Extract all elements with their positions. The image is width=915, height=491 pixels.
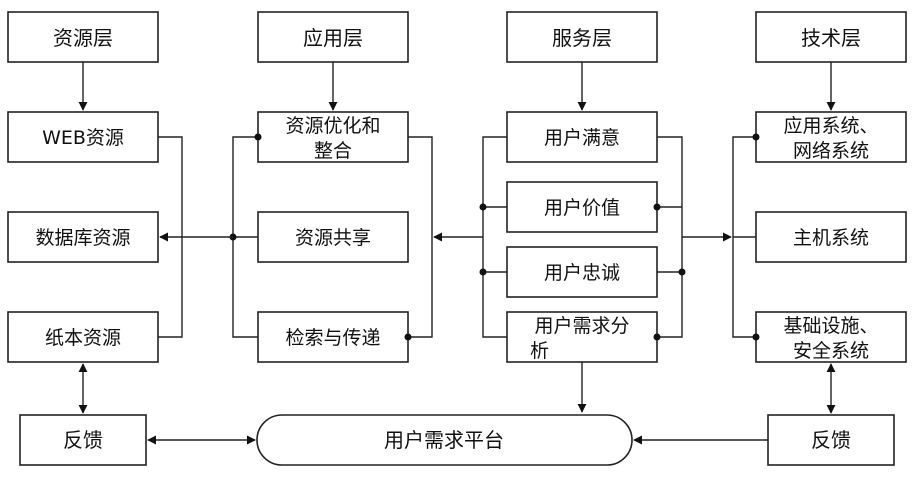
technology-item-infrastructure-security-line1: 基础设施、 [783, 315, 878, 337]
technology-item-application-network: 应用系统、 网络系统 [755, 111, 907, 163]
service-item-needs-analysis-line2: 析 [530, 340, 549, 362]
header-resource-label: 资源层 [53, 26, 113, 50]
application-item-optimize-line2: 整合 [314, 140, 352, 162]
header-service-label: 服务层 [552, 26, 612, 50]
service-item-needs-analysis: 用户需求分 析 [506, 311, 658, 363]
application-item-retrieval-label: 检索与传递 [285, 327, 380, 349]
junction-dot [254, 133, 262, 141]
user-needs-platform-label: 用户需求平台 [384, 428, 504, 452]
application-item-share-label: 资源共享 [295, 227, 371, 249]
technology-item-host: 主机系统 [755, 211, 907, 263]
service-item-value: 用户价值 [506, 181, 658, 233]
application-item-retrieval: 检索与传递 [257, 311, 409, 363]
application-item-share: 资源共享 [257, 211, 409, 263]
service-item-loyalty-label: 用户忠诚 [544, 262, 620, 284]
service-item-satisfaction-label: 用户满意 [544, 127, 620, 149]
service-item-value-label: 用户价值 [544, 197, 620, 219]
service-left-bracket [482, 136, 507, 338]
junction-dot [653, 203, 661, 211]
junction-dot [479, 203, 487, 211]
junction-dot [653, 333, 661, 341]
application-item-optimize-line1: 资源优化和 [285, 115, 380, 137]
service-item-loyalty: 用户忠诚 [506, 246, 658, 298]
user-needs-platform: 用户需求平台 [256, 414, 633, 466]
resource-item-database: 数据库资源 [7, 211, 159, 263]
header-technology-layer: 技术层 [755, 11, 907, 63]
service-item-needs-analysis-line1: 用户需求分 [534, 315, 629, 337]
application-item-optimize: 资源优化和 整合 [257, 111, 409, 163]
resource-item-paper-label: 纸本资源 [45, 327, 121, 349]
technology-item-application-network-line2: 网络系统 [793, 140, 869, 162]
junction-dot [752, 133, 760, 141]
header-resource-layer: 资源层 [7, 11, 159, 63]
junction-dot [678, 268, 686, 276]
header-service-layer: 服务层 [506, 11, 658, 63]
technology-item-infrastructure-security: 基础设施、 安全系统 [755, 311, 907, 363]
application-right-bracket [408, 136, 433, 338]
junction-dot [479, 268, 487, 276]
junction-dot [752, 333, 760, 341]
technology-item-infrastructure-security-line2: 安全系统 [793, 340, 869, 362]
header-technology-label: 技术层 [801, 26, 861, 50]
resource-item-database-label: 数据库资源 [35, 227, 130, 249]
header-application-label: 应用层 [303, 26, 363, 50]
junction-dot [404, 333, 412, 341]
technology-item-application-network-line1: 应用系统、 [783, 115, 878, 137]
technology-item-host-label: 主机系统 [793, 227, 869, 249]
header-application-layer: 应用层 [257, 11, 409, 63]
feedback-left-box: 反馈 [19, 414, 147, 466]
resource-item-web-label: WEB资源 [42, 127, 124, 149]
resource-item-paper: 纸本资源 [7, 311, 159, 363]
feedback-right-label: 反馈 [811, 428, 851, 452]
feedback-left-label: 反馈 [63, 428, 103, 452]
feedback-right-box: 反馈 [767, 414, 895, 466]
service-item-satisfaction: 用户满意 [506, 111, 658, 163]
resource-item-web: WEB资源 [7, 111, 159, 163]
service-right-bracket [657, 136, 683, 338]
